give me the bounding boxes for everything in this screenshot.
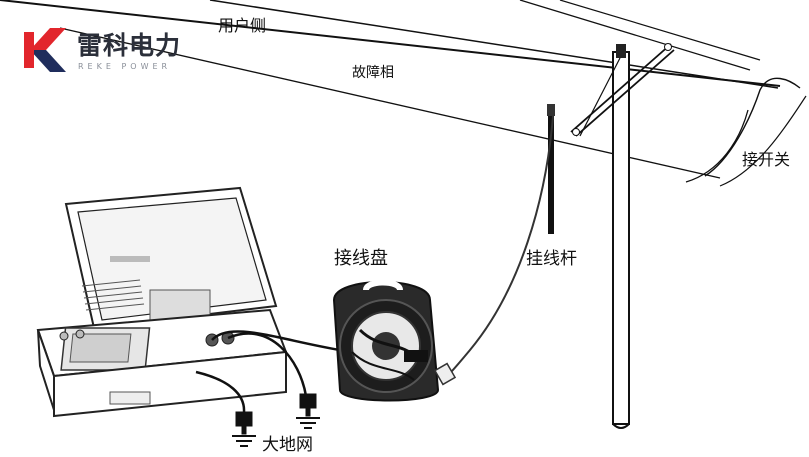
label-fault-phase: 故障相 [352,65,394,81]
ground-symbol-icon [296,393,320,429]
pole-icon [570,43,675,429]
hook-rod [439,104,555,380]
label-ground: 大地网 [262,435,313,455]
label-user-side: 用户侧 [218,16,267,35]
ground-symbol-icon [232,411,256,447]
reel-icon [332,279,457,402]
brand-name: 雷科电力 [77,31,182,60]
label-switch: 接开关 [742,150,791,169]
instrument-leads [195,330,341,413]
label-reel: 接线盘 [334,248,388,269]
brand-name-en: REKE POWER [78,62,172,71]
instrument-case-icon [36,186,288,418]
brand-logo-icon [24,28,66,72]
label-hook-rod: 挂线杆 [526,249,577,269]
